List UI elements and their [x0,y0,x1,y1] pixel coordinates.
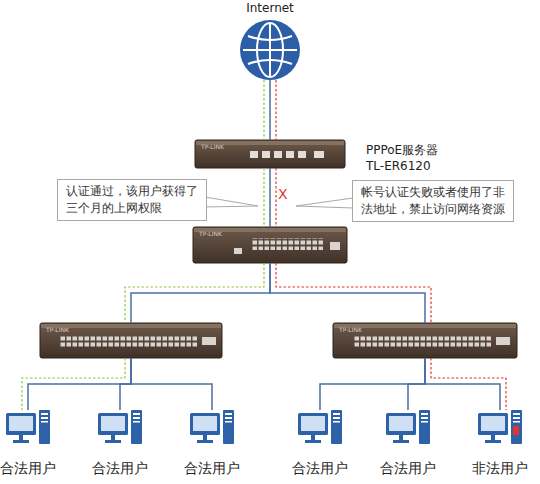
computer-node: 合法用户 [6,410,50,444]
callout-tail [205,197,258,207]
brand-text: TP-LINK [201,143,224,150]
blocked-path [276,80,506,410]
callout-box: 帐号认证失败或者使用了非法地址，禁止访问网络资源 [352,180,514,222]
illegal-mark [513,426,519,435]
user-label: 合法用户 [0,460,68,478]
computer-icon [386,410,430,444]
network-link [270,263,425,323]
network-link [131,263,270,323]
user-label: 合法用户 [80,460,160,478]
user-label: 合法用户 [368,460,448,478]
callout-box: 认证通过，该用户获得了三个月的上网权限 [57,179,207,221]
user-label: 非法用户 [460,460,540,478]
cloud-label: Internet [220,1,320,15]
computer-icon [6,410,50,444]
access-switch [40,323,222,358]
router-box: TP-LINKPPPoE服务器 TL-ER6120 [195,140,345,168]
computer-icon [190,410,234,444]
network-link [320,358,425,410]
network-link [120,358,131,410]
core-switch [193,227,347,263]
globe-icon [240,20,300,80]
allowed-path [22,80,264,410]
device-label: PPPoE服务器 TL-ER6120 [366,142,458,174]
network-link [269,168,271,227]
computer-icon [98,410,142,444]
computer-icon [298,410,342,444]
brand-text: TP-LINK [339,326,362,333]
user-label: 合法用户 [280,460,360,478]
computer-node: 合法用户 [98,410,142,444]
network-link [425,358,500,410]
access-switch [333,323,517,358]
internet-cloud: Internet [240,20,300,80]
callout-text: 认证通过，该用户获得了三个月的上网权限 [66,183,198,217]
brand-text: TP-LINK [199,230,222,237]
computer-node: 合法用户 [298,410,342,444]
switch-box: TP-LINK [333,323,517,358]
network-link [408,358,425,410]
computer-icon [478,410,522,444]
computer-node: 合法用户 [386,410,430,444]
switch-box: TP-LINK [193,227,347,263]
switch-box: TP-LINK [40,323,222,358]
network-link [269,80,271,140]
user-label: 合法用户 [172,460,252,478]
computer-node: 合法用户 [190,410,234,444]
callout-text: 帐号认证失败或者使用了非法地址，禁止访问网络资源 [361,184,505,218]
router-device [195,140,345,168]
network-link [28,358,131,410]
callout-tail [296,198,353,208]
network-link [131,358,212,410]
blocked-mark: X [278,186,288,202]
computer-node: 非法用户 [478,410,522,444]
brand-text: TP-LINK [46,326,69,333]
